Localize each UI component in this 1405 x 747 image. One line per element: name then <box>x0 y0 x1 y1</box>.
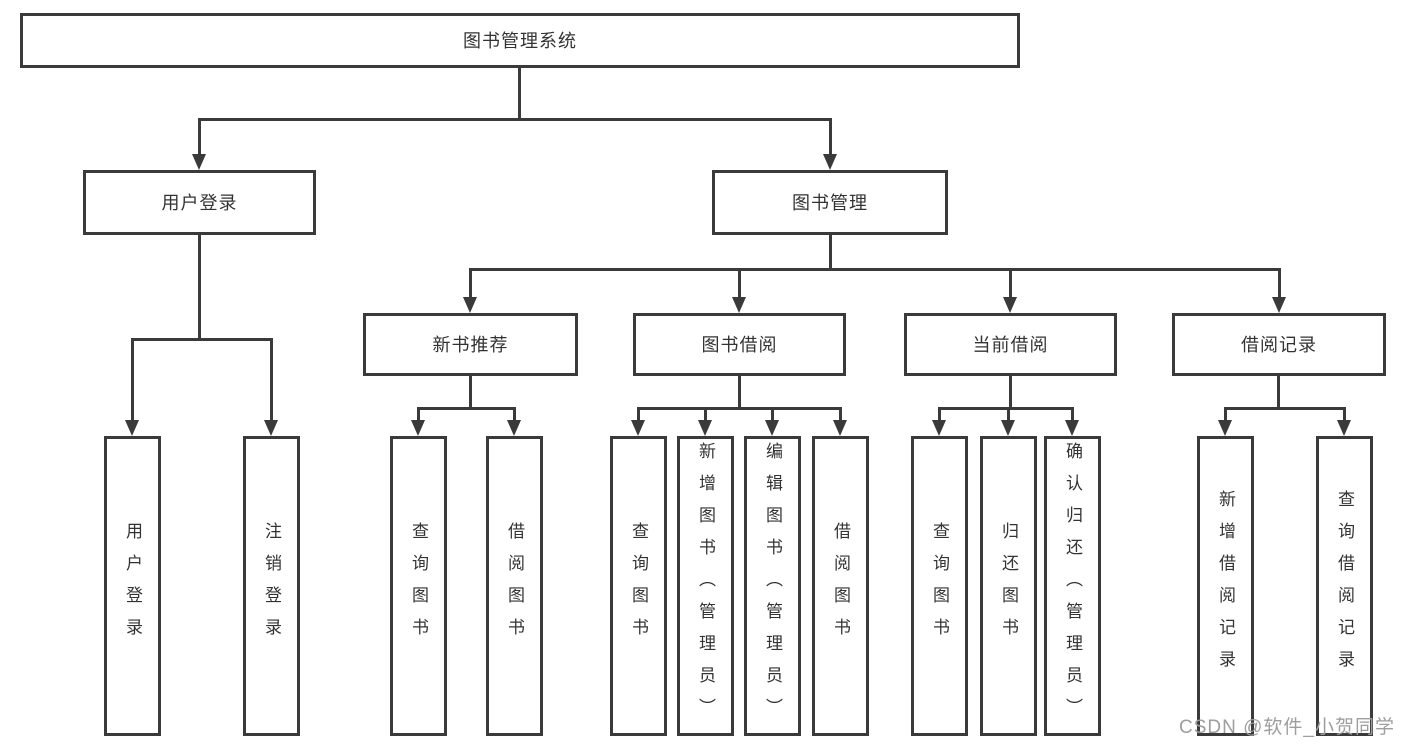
edge-arrow-confirm-return <box>1065 407 1079 436</box>
edge-arrow-current-borrowing <box>1003 268 1017 313</box>
leaf-add-books-admin: 新增图书（管理员） <box>677 436 734 736</box>
edge-arrow-return-books <box>1001 407 1015 436</box>
edge-arrow-borrowing-query <box>631 407 645 436</box>
leaf-borrowing-query-books: 查询图书 <box>610 436 667 736</box>
leaf-query-borrow-record: 查询借阅记录 <box>1316 436 1373 736</box>
edge-arrow-add-books <box>698 407 712 436</box>
node-book-management: 图书管理 <box>712 170 948 235</box>
edge-arrow-user-login <box>192 118 206 170</box>
edge-records-hline <box>1224 407 1346 410</box>
leaf-recommend-borrow-books: 借阅图书 <box>486 436 543 736</box>
leaf-add-borrow-record: 新增借阅记录 <box>1197 436 1254 736</box>
edge-recommend-hline <box>417 407 516 410</box>
edge-arrow-add-record <box>1218 407 1232 436</box>
edge-root-stem <box>518 68 521 121</box>
edge-arrow-borrowing-borrow <box>833 407 847 436</box>
leaf-recommend-query-books: 查询图书 <box>390 436 447 736</box>
edge-arrow-leaf-user-login <box>125 338 139 436</box>
node-new-book-recommendation: 新书推荐 <box>363 313 578 376</box>
edge-arrow-leaf-logout <box>264 338 278 436</box>
node-book-borrowing: 图书借阅 <box>633 313 846 376</box>
edge-borrowing-stem <box>738 376 741 410</box>
leaf-borrowing-borrow-books: 借阅图书 <box>812 436 869 736</box>
leaf-confirm-return-admin: 确认归还（管理员） <box>1044 436 1101 736</box>
node-borrowing-records: 借阅记录 <box>1172 313 1386 376</box>
leaf-user-login: 用户登录 <box>104 436 161 736</box>
edge-arrow-borrowing-records <box>1272 268 1286 313</box>
edge-arrow-recommend-query <box>411 407 425 436</box>
edge-recommend-stem <box>469 376 472 410</box>
node-user-login: 用户登录 <box>83 170 316 235</box>
edge-arrow-new-book-recommendation <box>463 268 477 313</box>
leaf-return-books: 归还图书 <box>980 436 1037 736</box>
edge-root-hline <box>198 118 832 121</box>
edge-arrow-edit-books <box>765 407 779 436</box>
node-library-management-system: 图书管理系统 <box>20 13 1020 68</box>
edge-records-stem <box>1277 376 1280 410</box>
edge-user-login-stem <box>198 235 201 341</box>
edge-arrow-recommend-borrow <box>507 407 521 436</box>
edge-arrow-query-record <box>1337 407 1351 436</box>
edge-arrow-current-query <box>932 407 946 436</box>
leaf-current-query-books: 查询图书 <box>911 436 968 736</box>
csdn-watermark: CSDN @软件_小贺同学 <box>1179 717 1395 738</box>
edge-book-management-hline <box>469 268 1281 271</box>
edge-borrowing-hline <box>637 407 842 410</box>
edge-user-login-hline <box>131 338 272 341</box>
edge-arrow-book-management <box>823 118 837 170</box>
leaf-edit-books-admin: 编辑图书（管理员） <box>744 436 801 736</box>
edge-current-stem <box>1009 376 1012 410</box>
node-current-borrowing: 当前借阅 <box>904 313 1117 376</box>
edge-current-hline <box>938 407 1074 410</box>
edge-arrow-book-borrowing <box>732 268 746 313</box>
edge-book-management-stem <box>829 235 832 271</box>
leaf-logout: 注销登录 <box>243 436 300 736</box>
